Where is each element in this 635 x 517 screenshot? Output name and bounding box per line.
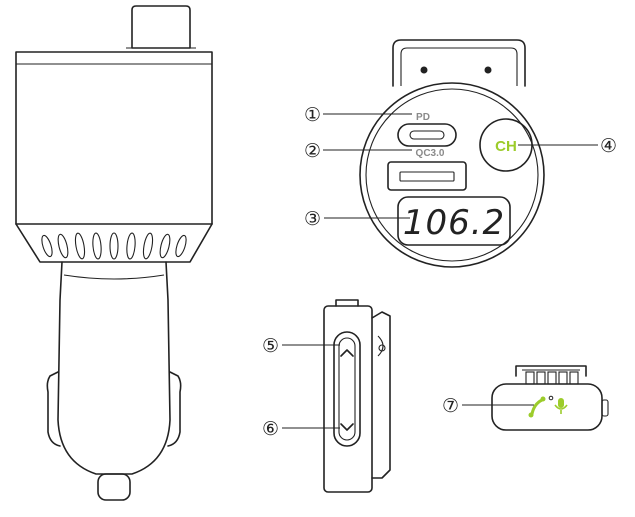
charger-side-buttons-view [323, 299, 391, 493]
volume-rocker [333, 331, 361, 447]
ch-button-label: CH [495, 138, 517, 155]
charger-side-view [15, 5, 213, 501]
callout-5: ⑤ [262, 335, 279, 357]
lcd-display [397, 196, 511, 246]
vent-slots [41, 232, 187, 260]
phone-icon [530, 398, 544, 416]
microphone-icon [554, 398, 568, 414]
charger-top-view [491, 365, 609, 431]
lcd-frequency: 106.2 [403, 203, 505, 243]
callout-3: ③ [304, 208, 321, 230]
chevron-down-icon [340, 423, 354, 431]
callout-7: ⑦ [442, 395, 459, 417]
callout-6: ⑥ [262, 418, 279, 440]
qc-label: QC3.0 [416, 148, 445, 159]
callout-1: ① [304, 104, 321, 126]
callout-2: ② [304, 140, 321, 162]
leader-lines [282, 113, 598, 429]
callout-numbers: ① ② ③ ④ ⑤ ⑥ ⑦ [262, 104, 617, 440]
mount-screw-hole [484, 66, 492, 74]
chevron-up-icon [340, 349, 354, 357]
charger-front-view: PD QC3.0 CH 106.2 [359, 39, 545, 268]
usb-c-port [397, 123, 457, 147]
mount-screw-hole [420, 66, 428, 74]
mic-hole [548, 395, 554, 401]
usb-a-port [387, 161, 467, 191]
pd-label: PD [416, 112, 430, 123]
callout-4: ④ [600, 135, 617, 157]
connector-teeth [525, 371, 579, 385]
